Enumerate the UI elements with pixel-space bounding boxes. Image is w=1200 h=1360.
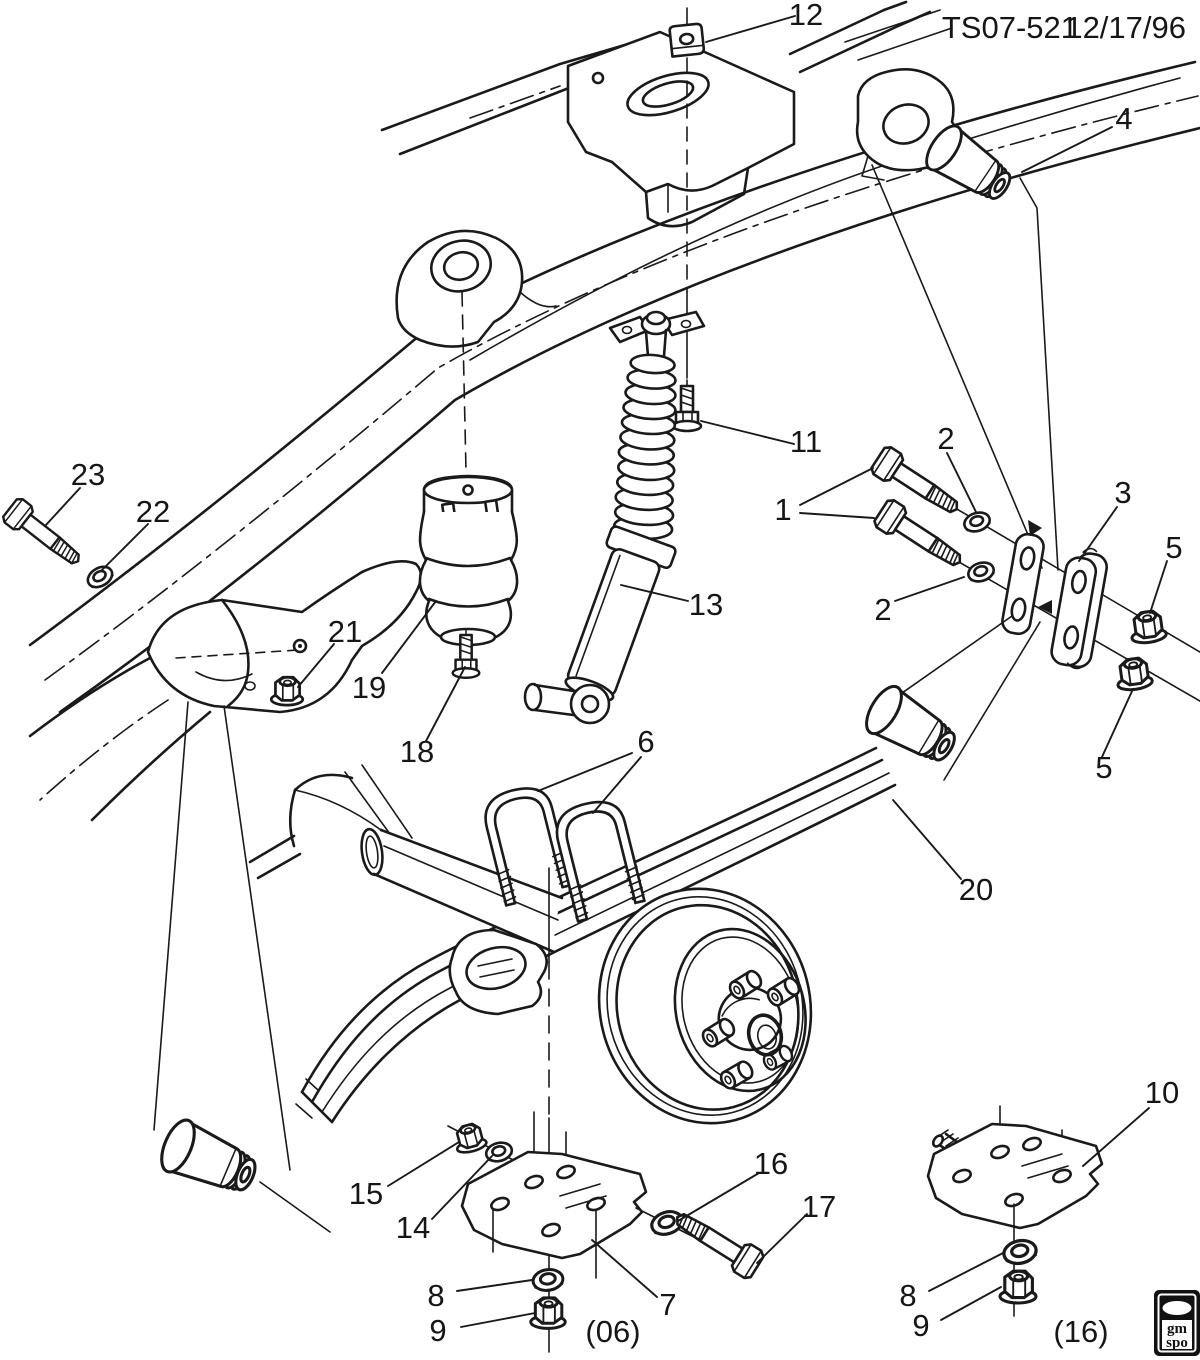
screw-11 <box>671 378 703 433</box>
callout-15: 15 <box>349 1176 383 1211</box>
callout-11: 11 <box>790 424 822 459</box>
callout-19: 19 <box>352 670 386 705</box>
nut-21 <box>269 675 305 707</box>
callout-16: 16 <box>754 1146 788 1181</box>
callout-8-left: 8 <box>427 1278 444 1313</box>
callout-7: 7 <box>659 1287 676 1322</box>
logo-gm: gm <box>1167 1321 1188 1337</box>
nut-15 <box>450 1120 490 1157</box>
callout-4: 4 <box>1115 101 1132 136</box>
callout-labels: 12 4 23 22 2 11 1 3 5 13 2 21 19 18 6 5 … <box>71 0 1183 1349</box>
callout-6: 6 <box>637 724 654 759</box>
clip-nut-12 <box>668 7 706 379</box>
leader-lines <box>44 15 1168 1328</box>
projection-line-right <box>1019 177 1059 571</box>
rail-eyelet-bracket <box>395 229 557 348</box>
callout-17: 17 <box>802 1189 836 1224</box>
nut-5-upper <box>1127 608 1169 647</box>
callout-23: 23 <box>71 457 105 492</box>
callout-2-lower: 2 <box>874 592 891 627</box>
callout-21: 21 <box>328 614 362 649</box>
logo-oval <box>1162 1301 1192 1315</box>
callout-5-upper: 5 <box>1165 530 1182 565</box>
projection-line-left <box>871 164 1043 569</box>
callout-22: 22 <box>136 494 170 529</box>
callout-14: 14 <box>396 1210 430 1245</box>
washer-8-right <box>1000 1235 1040 1269</box>
nut-5-lower <box>1113 655 1155 694</box>
callout-9-right: 9 <box>912 1308 929 1343</box>
bump-stop-axis <box>461 291 467 471</box>
projection-line-spring-right <box>943 621 1041 781</box>
header: TS07-521 12/17/96 <box>942 10 1186 45</box>
callout-12: 12 <box>789 0 823 32</box>
callout-8-right: 8 <box>899 1278 916 1313</box>
projection-line-hanger-left <box>153 701 189 1131</box>
bolt-17 <box>667 1202 767 1282</box>
callout-20: 20 <box>959 872 993 907</box>
callout-18: 18 <box>400 734 434 769</box>
shock-absorber-13 <box>523 310 706 725</box>
insert-arrow-upper <box>1028 520 1042 536</box>
spring-seat-plate <box>448 928 548 1016</box>
callout-3: 3 <box>1114 475 1131 510</box>
projection-line-hanger-right <box>223 705 291 1171</box>
u-bolts-6 <box>477 780 648 923</box>
shackle-cluster <box>867 443 1200 703</box>
nut-9-right <box>998 1269 1038 1305</box>
front-spring-bushing <box>153 1113 331 1233</box>
gmspo-logo: gm spo <box>1154 1290 1200 1356</box>
quantity-note-right: (16) <box>1053 1314 1108 1349</box>
anchor-plate-10 <box>926 1105 1104 1317</box>
callout-1: 1 <box>774 492 791 527</box>
callout-5-lower: 5 <box>1095 750 1112 785</box>
bump-stop-19 <box>418 474 519 647</box>
callout-9-left: 9 <box>429 1313 446 1348</box>
wheel-studs <box>698 967 804 1093</box>
washer-16 <box>635 1206 701 1241</box>
callout-2-upper: 2 <box>937 421 954 456</box>
callout-13: 13 <box>689 587 723 622</box>
washer-2-upper <box>960 508 994 536</box>
insert-arrow-lower <box>1038 600 1052 614</box>
washer-8-left <box>530 1266 566 1294</box>
rear-spring-bushing <box>858 679 966 775</box>
bolt-23 <box>0 495 89 575</box>
crossmember <box>566 30 796 228</box>
logo-spo: spo <box>1166 1335 1188 1351</box>
quantity-note-left: (06) <box>585 1314 640 1349</box>
drawing-number: TS07-521 <box>942 10 1078 45</box>
shackle-plate-3 <box>1050 547 1108 670</box>
drawing-date: 12/17/96 <box>1065 10 1186 45</box>
frame-rail <box>28 60 1200 822</box>
callout-10: 10 <box>1145 1075 1179 1110</box>
